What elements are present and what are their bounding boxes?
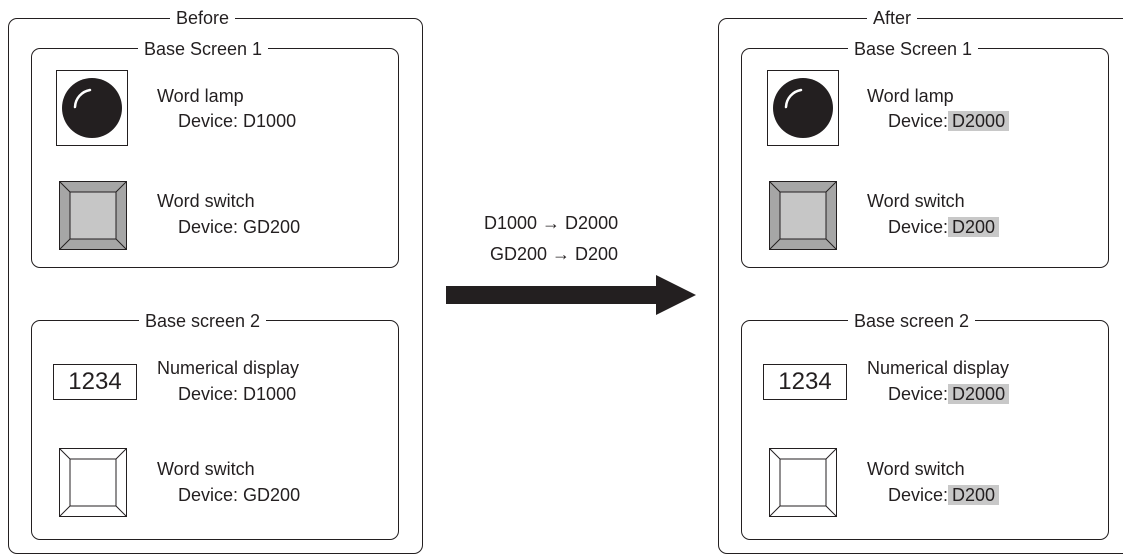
before-switch1-device: Device: GD200: [178, 216, 300, 238]
before-switch1-name: Word switch: [157, 191, 255, 211]
device-value: D1000: [243, 111, 297, 131]
device-label: Device:: [888, 384, 949, 404]
device-value-highlighted: D2000: [948, 384, 1010, 404]
after-switch1-device: Device:D200: [888, 216, 1000, 238]
after-numerical-display: 1234: [763, 364, 847, 400]
device-label: Device:: [888, 485, 949, 505]
after-word-switch-white-icon: [769, 448, 837, 517]
device-label: Device:: [888, 217, 949, 237]
after-word-switch-gray-icon: [769, 181, 837, 250]
device-value-highlighted: D200: [948, 485, 1000, 505]
before-word-lamp-icon: [56, 70, 128, 146]
after-word-lamp-icon: [767, 70, 839, 146]
right-arrow-icon: [446, 275, 696, 315]
device-label: Device:: [178, 217, 239, 237]
change-line-2: GD200 → D200: [490, 244, 619, 264]
before-display-name: Numerical display: [157, 358, 300, 378]
after-switch1-name: Word switch: [867, 191, 965, 211]
before-display-device: Device: D1000: [178, 383, 296, 405]
device-label: Device:: [888, 111, 949, 131]
before-word-switch-gray-icon: [59, 181, 127, 250]
device-label: Device:: [178, 111, 239, 131]
device-value-highlighted: D2000: [948, 111, 1010, 131]
before-lamp-device: Device: D1000: [178, 110, 296, 132]
before-screen2-title: Base screen 2: [139, 310, 267, 332]
after-lamp-name: Word lamp: [867, 86, 954, 106]
device-value: D1000: [243, 384, 297, 404]
before-screen1-title: Base Screen 1: [138, 38, 269, 60]
after-screen1-title: Base Screen 1: [848, 38, 979, 60]
device-value-highlighted: D200: [948, 217, 1000, 237]
before-switch2-name: Word switch: [157, 459, 255, 479]
before-word-switch-white-icon: [59, 448, 127, 517]
after-title: After: [867, 7, 918, 29]
after-display-device: Device:D2000: [888, 383, 1010, 405]
after-lamp-device: Device:D2000: [888, 110, 1010, 132]
device-label: Device:: [178, 485, 239, 505]
after-panel: [718, 18, 1123, 554]
after-switch2-device: Device:D200: [888, 484, 1000, 506]
device-label: Device:: [178, 384, 239, 404]
before-lamp-name: Word lamp: [157, 86, 244, 106]
before-numerical-display: 1234: [53, 364, 137, 400]
change-line-1: D1000 → D2000: [484, 213, 619, 233]
before-switch2-device: Device: GD200: [178, 484, 300, 506]
after-display-name: Numerical display: [867, 358, 1010, 378]
device-value: GD200: [243, 217, 301, 237]
device-value: GD200: [243, 485, 301, 505]
before-title: Before: [170, 7, 236, 29]
after-switch2-name: Word switch: [867, 459, 965, 479]
after-screen2-title: Base screen 2: [848, 310, 976, 332]
